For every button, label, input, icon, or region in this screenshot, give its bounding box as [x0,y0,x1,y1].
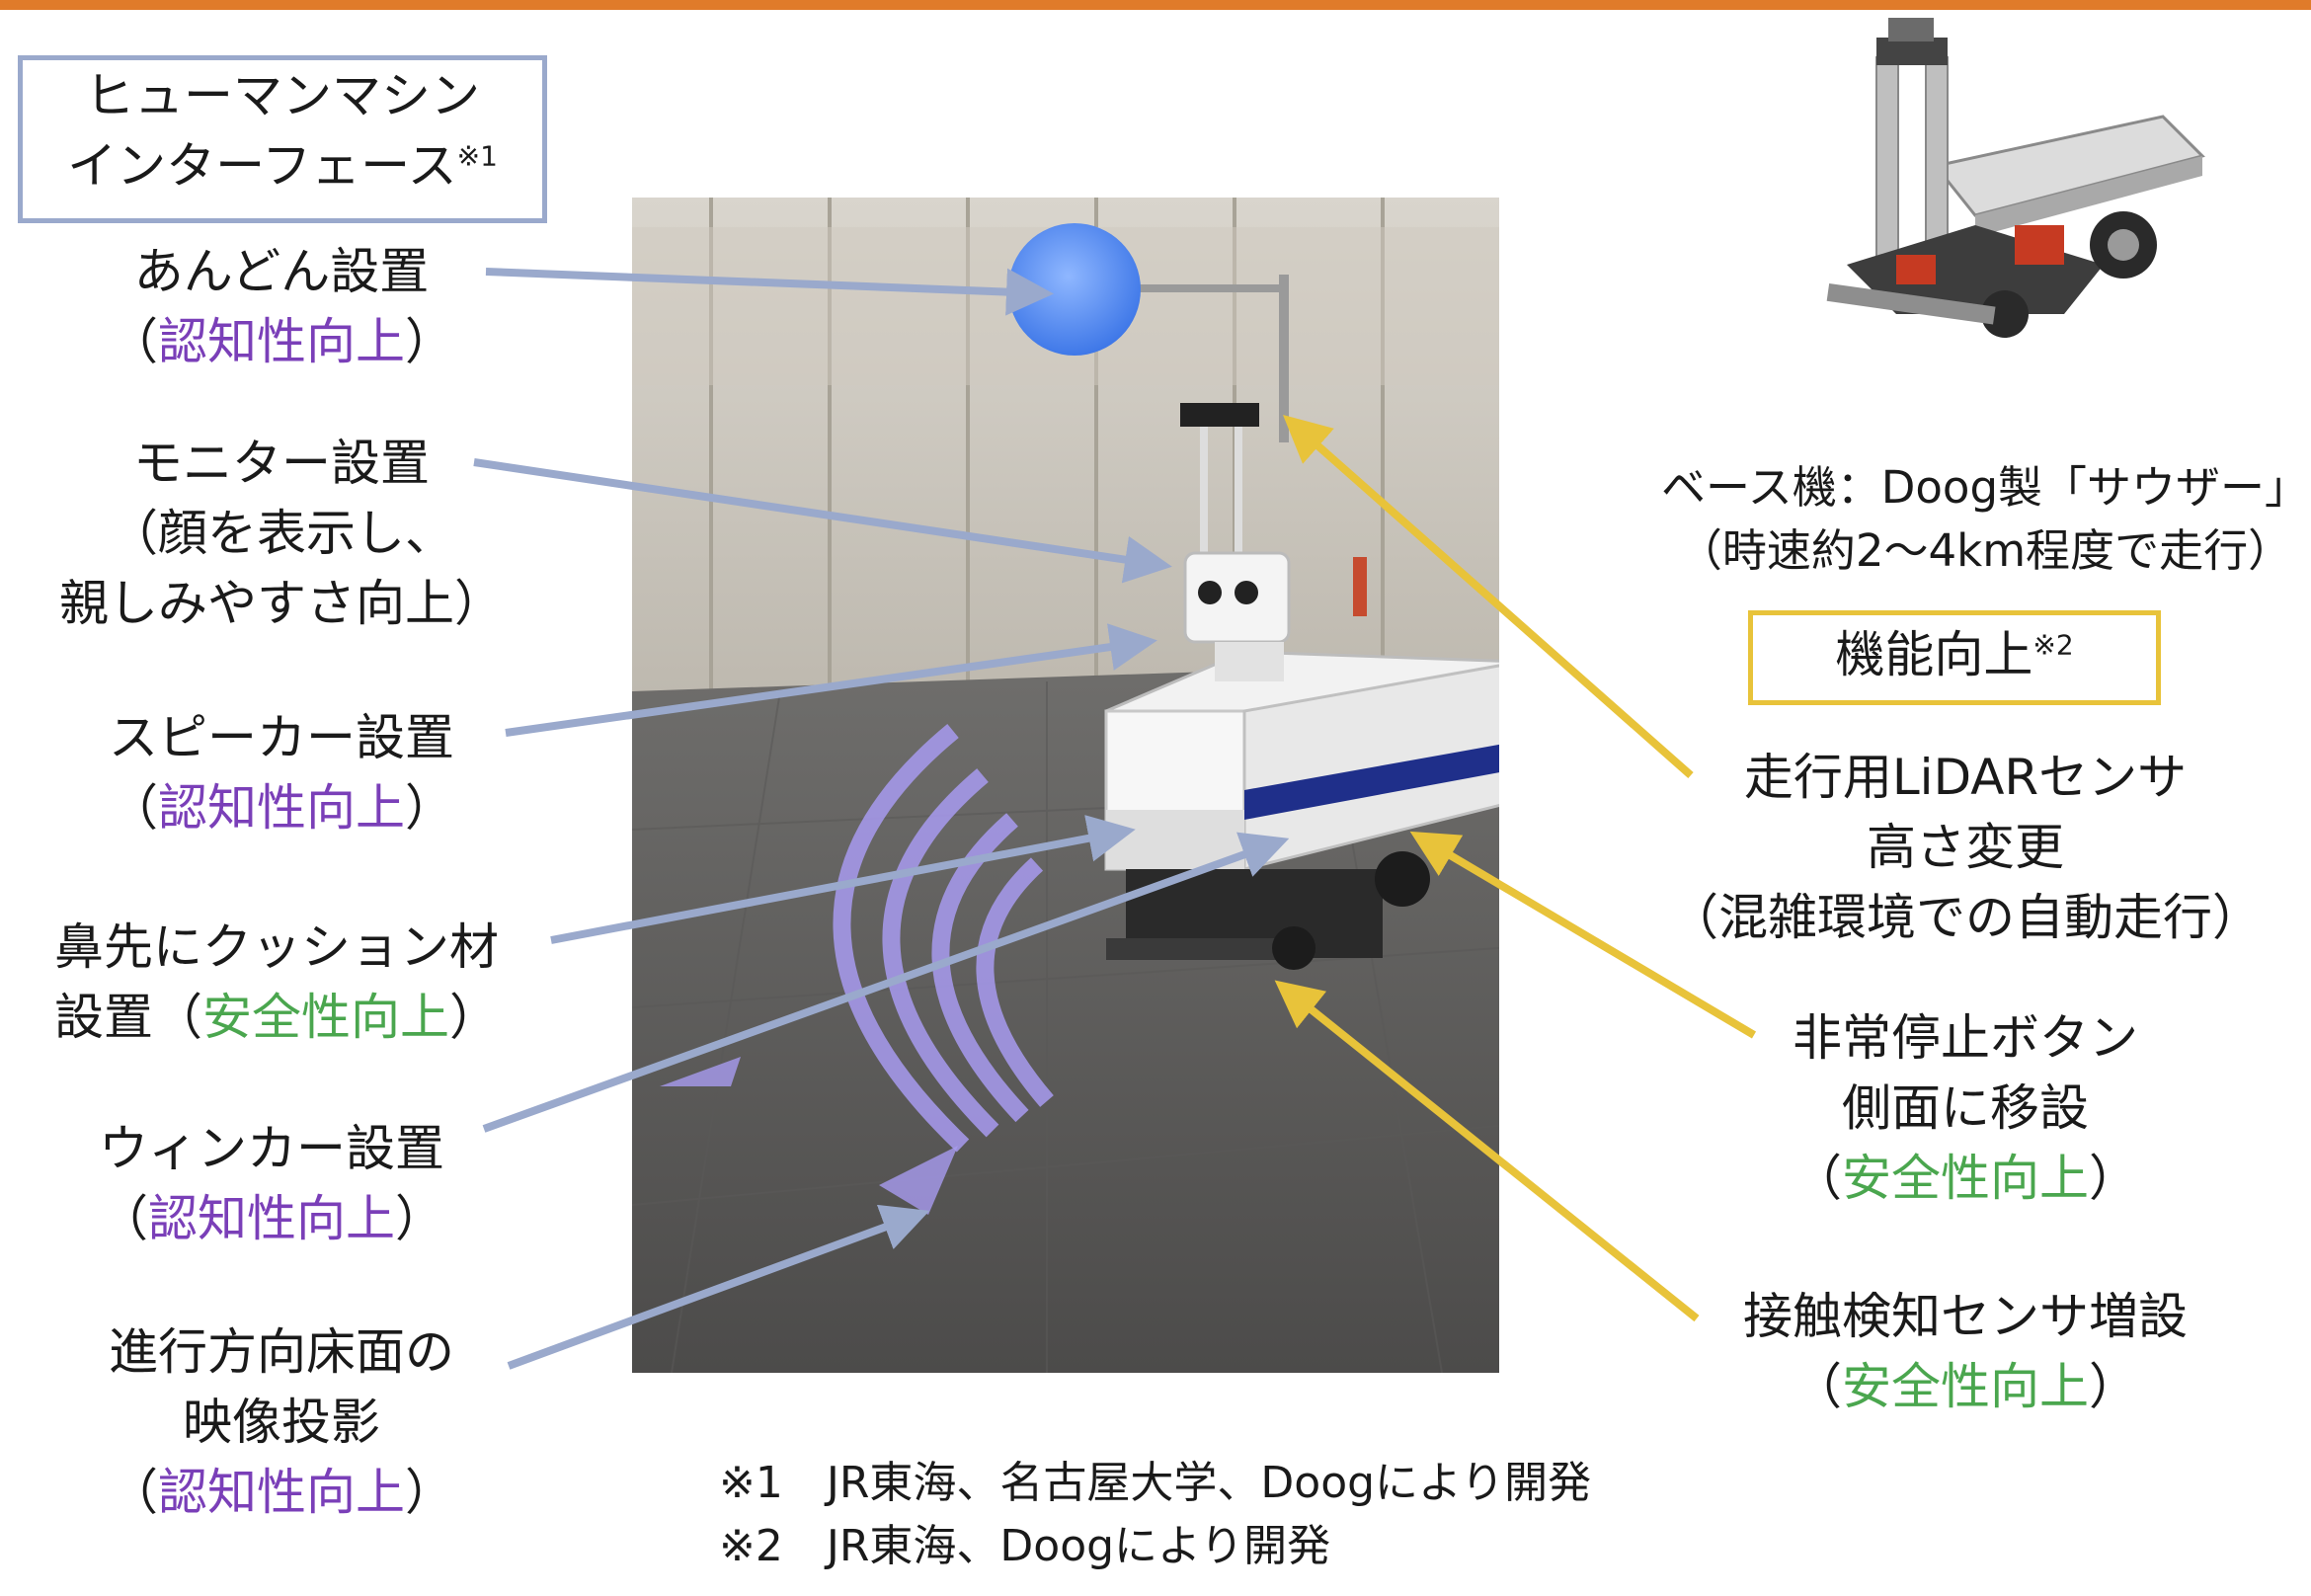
paren-open: （ [109,1464,158,1521]
speaker-arrow [505,623,1157,737]
hmi-title-line2: インターフェース [67,137,457,195]
robot-photo [632,198,1499,1373]
paren-open: （ [99,1190,148,1247]
lidar-line3: （混雑環境での自動走行） [1669,889,2262,946]
hmi-heading: ヒューマンマシン インターフェース※1 [18,61,547,201]
paren-close: ） [405,779,454,837]
monitor-line3: 親しみやすさ向上） [59,575,504,632]
estop-title: 非常停止ボタン [1793,1009,2138,1067]
paren-open: （ [109,313,158,370]
paren-close: ） [405,313,454,370]
projection-title: 進行方向床面の [109,1323,454,1381]
cushion-label: 鼻先にクッション材 設置（安全性向上） [20,913,533,1053]
cushion-arrow [550,815,1136,944]
function-heading: 機能向上※2 [1748,620,2161,690]
footnotes: ※1 JR東海、名古屋大学、Doogにより開発 ※2 JR東海、Doogにより開… [719,1452,1591,1578]
andon-orb [1008,223,1141,356]
monitor-title: モニター設置 [133,435,430,492]
projection-benefit: 認知性向上 [158,1464,405,1521]
lidar-label: 走行用LiDARセンサ 高さ変更 （混雑環境での自動走行） [1620,743,2311,953]
paren-close: ） [2089,1150,2138,1207]
paren-open: （ [1793,1358,1842,1415]
footnote-2: ※2 JR東海、Doogにより開発 [719,1520,1331,1571]
base-machine-title: ベース機：Doog製「サウザー」 [1660,461,2310,514]
paren-open: （ [109,779,158,837]
monitor-label: モニター設置 （顔を表示し、 親しみやすさ向上） [30,429,533,639]
andon-title: あんどん設置 [133,243,430,300]
andon-arrow [485,268,1054,316]
paren-close: ） [449,989,499,1046]
speaker-title: スピーカー設置 [109,709,454,766]
paren-open: （ [1793,1150,1842,1207]
contact-sensor-arrow [1274,980,1700,1322]
andon-label: あんどん設置 （認知性向上） [59,237,504,377]
cushion-title: 鼻先にクッション材 [54,918,499,976]
base-machine-label: ベース機：Doog製「サウザー」 （時速約2～4km程度で走行） [1659,456,2311,583]
function-footnote-mark: ※2 [2032,628,2074,662]
hmi-footnote-mark: ※1 [456,139,498,173]
lidar-line2: 高さ変更 [1867,819,2064,876]
monitor-line2: （顔を表示し、 [109,505,454,562]
winker-label: ウィンカー設置 （認知性向上） [40,1114,504,1254]
speaker-label: スピーカー設置 （認知性向上） [40,703,523,843]
estop-benefit: 安全性向上 [1842,1150,2089,1207]
monitor-arrow [473,458,1172,584]
projection-line2: 映像投影 [183,1394,380,1451]
lidar-title: 走行用LiDARセンサ [1743,749,2188,806]
winker-benefit: 認知性向上 [148,1190,395,1247]
floor-projection [833,724,1054,1153]
contact-sensor-bumper [1106,938,1304,960]
footnote-1: ※1 JR東海、名古屋大学、Doogにより開発 [719,1458,1592,1508]
contact-sensor-title: 接触検知センサ増設 [1743,1288,2188,1345]
projection-arrow [507,1204,930,1370]
andon-benefit: 認知性向上 [158,313,405,370]
function-heading-box [1748,610,2161,705]
speaker-benefit: 認知性向上 [158,779,405,837]
base-robot-illustration [1807,18,2212,452]
paren-close: ） [395,1190,444,1247]
winker-arrow [482,832,1290,1133]
projection-label: 進行方向床面の 映像投影 （認知性向上） [40,1317,523,1528]
estop-line2: 側面に移設 [1842,1079,2089,1137]
top-accent-bar [0,0,2311,10]
hmi-title-line1: ヒューマンマシン [85,67,480,124]
estop-arrow [1409,831,1757,1039]
cushion-benefit: 安全性向上 [202,989,449,1046]
function-title: 機能向上 [1835,626,2033,683]
estop-label: 非常停止ボタン 側面に移設 （安全性向上） [1728,1003,2202,1214]
cushion-line2: 設置（ [54,989,202,1046]
hmi-heading-box [18,55,547,223]
paren-close: ） [405,1464,454,1521]
base-machine-speed: （時速約2～4km程度で走行） [1677,523,2293,577]
contact-sensor-label: 接触検知センサ増設 （安全性向上） [1679,1282,2252,1422]
paren-close: ） [2089,1358,2138,1415]
lidar-arrow [1283,415,1694,778]
winker-title: ウィンカー設置 [99,1120,444,1177]
contact-sensor-benefit: 安全性向上 [1842,1358,2089,1415]
